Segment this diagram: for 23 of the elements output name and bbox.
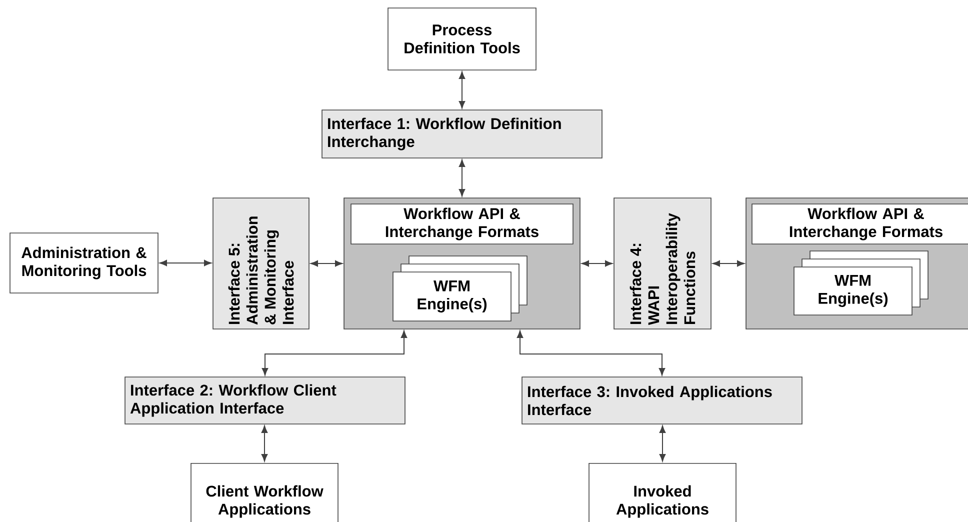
tool-box: Invoked Applications xyxy=(588,463,736,522)
arrow xyxy=(261,426,268,462)
arrow xyxy=(516,330,666,376)
interface-box: Interface 2: Workflow Client Application Interface xyxy=(124,376,406,424)
interface-box: Interface 4: WAPI Interoperability Functions xyxy=(614,198,712,330)
arrow xyxy=(712,260,745,267)
interface-box: Interface 3: Invoked Applications Interface xyxy=(522,376,802,424)
arrow xyxy=(310,260,343,267)
arrow xyxy=(659,426,666,462)
tool-box: Client Workflow Applications xyxy=(190,463,338,522)
arrow xyxy=(262,330,408,376)
interface-box: Interface 5: Administration & Monitoring Interface xyxy=(212,198,310,330)
arrow xyxy=(458,72,466,108)
tool-box: Process Definition Tools xyxy=(388,8,536,70)
api-box: Workflow API & Interchange Formats xyxy=(350,204,574,244)
arrow xyxy=(458,160,466,196)
api-box: Workflow API & Interchange Formats xyxy=(752,204,968,244)
engine-stack: WFM Engine(s) xyxy=(794,250,928,316)
tool-box: Administration & Monitoring Tools xyxy=(10,232,158,294)
engine-stack: WFM Engine(s) xyxy=(392,256,528,322)
arrow xyxy=(160,260,212,266)
arrow xyxy=(582,260,613,267)
interface-box: Interface 1: Workflow Definition Interchange xyxy=(322,110,602,158)
